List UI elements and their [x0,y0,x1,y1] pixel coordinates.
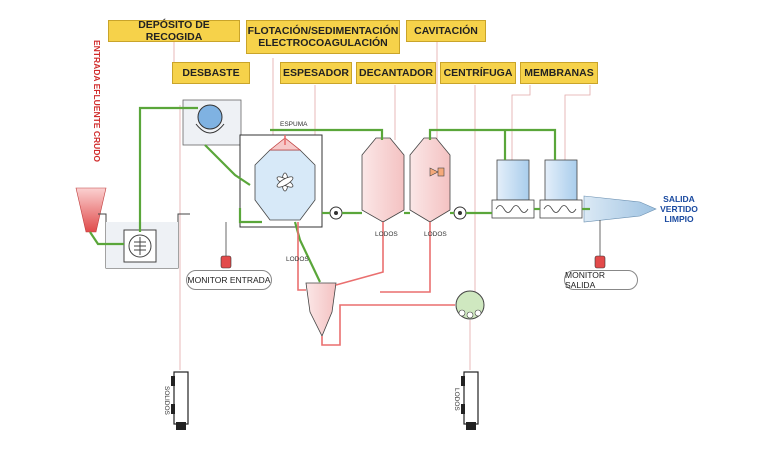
espesador-cone [305,282,337,337]
espuma-label: ESPUMA [280,121,308,128]
inlet-label: ENTRADA EFLUENTE CRUDO [92,40,102,162]
centrifuge [455,290,485,320]
lodos-label-1: LODOS [286,256,309,263]
label-leader-lines [173,40,591,370]
cavitation-tank [409,137,451,223]
clean-flow-lines [89,106,590,283]
outlet-label: SALIDA VERTIDO LIMPIO [656,194,702,224]
membrane-unit-1 [491,159,535,219]
label-desbaste: DESBASTE [172,62,250,84]
truck-right-label: LODOS [453,388,460,411]
outlet-line-3: LIMPIO [664,214,694,224]
lodos-label-2: LODOS [375,231,398,238]
outlet-arrow [583,195,657,223]
label-espesador: ESPESADOR [280,62,352,84]
collection-tank [98,213,190,269]
decantador-tank [361,137,405,223]
outlet-line-1: SALIDA [663,194,695,204]
monitor-connectors [220,220,606,269]
label-decantador: DECANTADOR [356,62,436,84]
label-deposito: DEPÓSITO DE RECOGIDA [108,19,240,43]
label-centrifuga: CENTRÍFUGA [440,62,516,84]
label-flotacion: FLOTACIÓN/SEDIMENTACIÓN ELECTROCOAGULACI… [246,20,400,54]
membrane-unit-2 [539,159,583,219]
pump-2 [453,206,467,220]
pump-1 [329,206,343,220]
flotation-tank [239,134,323,228]
desbaste-unit [182,99,242,146]
label-membranas: MEMBRANAS [520,62,598,84]
truck-left [171,371,189,430]
label-cavitacion: CAVITACIÓN [406,20,486,42]
monitor-entrada: MONITOR ENTRADA [186,270,272,290]
monitor-salida: MONITOR SALIDA [564,270,638,290]
lodos-label-3: LODOS [424,231,447,238]
sludge-flow-lines [284,135,455,346]
outlet-line-2: VERTIDO [660,204,698,214]
truck-left-label: SOLIDOS [163,386,170,415]
inlet-cone [75,187,107,233]
truck-right [461,371,479,430]
